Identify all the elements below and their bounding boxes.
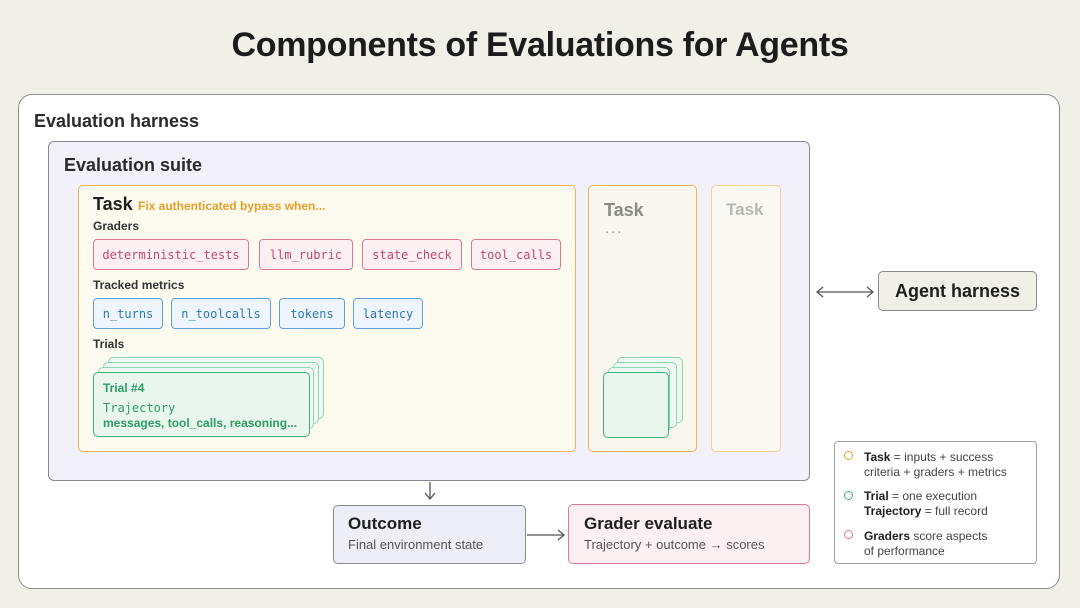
- arrow-head-right-icon: [557, 529, 566, 541]
- legend-task-line1: Task = inputs + success: [864, 450, 994, 464]
- trajectory-content: messages, tool_calls, reasoning...: [103, 416, 298, 430]
- metric-chip: n_toolcalls: [171, 298, 271, 329]
- task-legend-dot-icon: [844, 451, 853, 460]
- legend-box: [834, 441, 1037, 564]
- graders-label: Graders: [93, 219, 140, 233]
- arrow-head-down-icon: [424, 492, 436, 501]
- metric-chip: latency: [353, 298, 423, 329]
- task-2-ellipsis: ...: [605, 220, 624, 237]
- grader-chip: tool_calls: [471, 239, 561, 270]
- metric-chip: tokens: [279, 298, 345, 329]
- outcome-subtitle: Final environment state: [348, 537, 484, 552]
- grader-chip: state_check: [362, 239, 462, 270]
- graders-legend-dot-icon: [844, 530, 853, 539]
- legend-trial-line1: Trial = one execution: [864, 489, 978, 503]
- trajectory-label: Trajectory: [103, 401, 176, 415]
- arrow-head-left-icon: [815, 286, 824, 298]
- grader-evaluate-subtitle: Trajectory + outcome → scores: [584, 537, 765, 552]
- task-title: Task: [93, 194, 133, 214]
- outcome-box: [333, 505, 526, 564]
- task-description: Fix authenticated bypass when...: [138, 199, 326, 213]
- evaluation-harness-label: Evaluation harness: [34, 111, 200, 131]
- trial-label: Trial #4: [103, 381, 145, 395]
- trial-legend-dot-icon: [844, 491, 853, 500]
- trial-card: [93, 372, 310, 437]
- task-box-3: [711, 185, 781, 452]
- arrow-head-right-icon: [866, 286, 875, 298]
- grader-chip: llm_rubric: [259, 239, 353, 270]
- outcome-title: Outcome: [348, 514, 422, 533]
- grader-evaluate-title: Grader evaluate: [584, 514, 713, 533]
- page-title: Components of Evaluations for Agents: [231, 26, 849, 64]
- metric-chip: n_turns: [93, 298, 163, 329]
- task-2-title: Task: [604, 200, 644, 220]
- agent-harness-box: Agent harness: [878, 271, 1037, 311]
- grader-chip: deterministic_tests: [93, 239, 249, 270]
- task-3-title: Task: [726, 200, 764, 219]
- tracked-metrics-label: Tracked metrics: [93, 278, 185, 292]
- grader-evaluate-box: [568, 504, 810, 564]
- legend-graders-line1: Graders score aspects: [864, 529, 988, 543]
- trials-label: Trials: [93, 337, 125, 351]
- evaluation-suite-label: Evaluation suite: [64, 155, 203, 175]
- trial-card: [603, 372, 669, 438]
- legend-task-line2: criteria + graders + metrics: [864, 465, 1007, 479]
- legend-graders-line2: of performance: [864, 544, 945, 558]
- legend-trial-line2: Trajectory = full record: [864, 504, 988, 518]
